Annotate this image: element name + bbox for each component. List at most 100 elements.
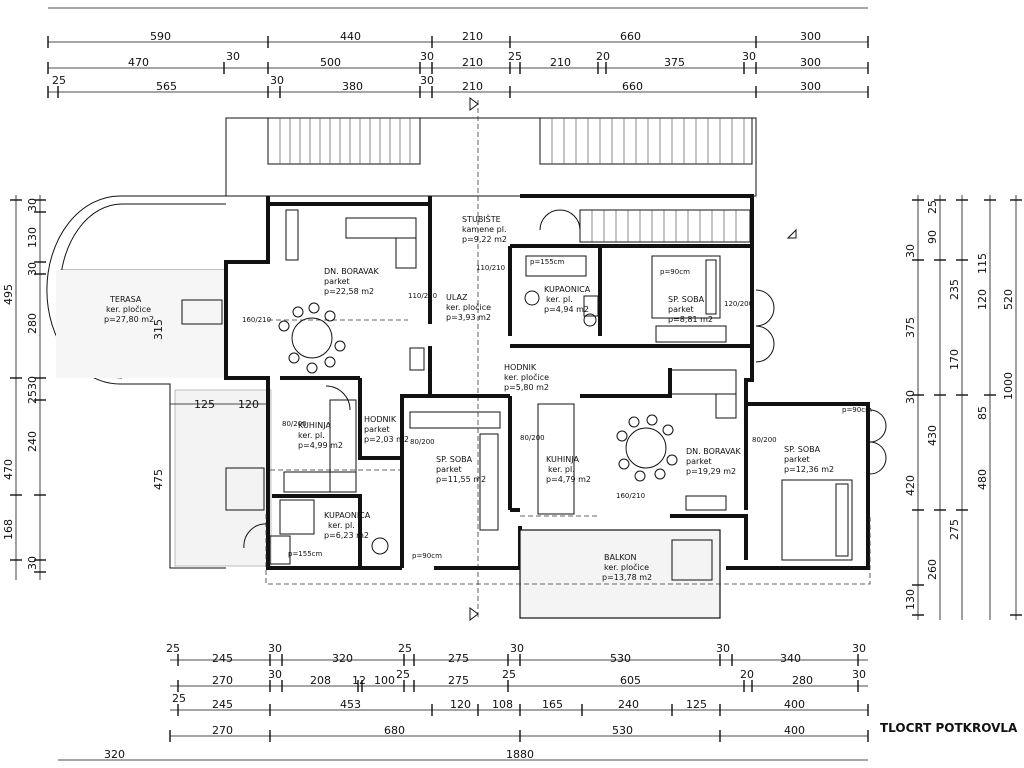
- balcony: [519, 529, 721, 619]
- dim-top-r2-11: 300: [800, 56, 821, 69]
- dim-b2-2: 30: [268, 668, 282, 681]
- svg-text:p=4,79 m2: p=4,79 m2: [546, 475, 591, 484]
- dim-b3-5: 108: [492, 698, 513, 711]
- dim-top-r2-3: 500: [320, 56, 341, 69]
- section-marker-top: [469, 97, 479, 111]
- terrace-dims: 125 120 315 475: [152, 319, 268, 490]
- dim-b3-6: 165: [542, 698, 563, 711]
- dim-top-r3-3: 30: [270, 74, 284, 87]
- room-hodnik-1: HODNIK ker. pločice p=5,80 m2: [504, 363, 549, 392]
- svg-text:p=27,80 m2: p=27,80 m2: [104, 315, 154, 324]
- svg-text:p=4,94 m2: p=4,94 m2: [544, 305, 589, 314]
- room-sp-soba-1: SP. SOBA parket p=8,81 m2: [668, 295, 713, 324]
- svg-text:p=2,03 m2: p=2,03 m2: [364, 435, 409, 444]
- overhang-outline: [265, 514, 871, 585]
- dim-b1-4: 320: [332, 652, 353, 665]
- dim-b2-7: 275: [448, 674, 469, 687]
- dim-top-r2-5: 210: [462, 56, 483, 69]
- dim-right-c4-4: 480: [976, 469, 989, 490]
- dim-left-i8: 30: [26, 556, 39, 570]
- dim-b3-4: 120: [450, 698, 471, 711]
- svg-text:p=19,29 m2: p=19,29 m2: [686, 467, 736, 476]
- top-dimensions: 590 440 210 660 300 470 30 500 30 210 25…: [47, 7, 869, 98]
- dim-terrace-120: 120: [238, 398, 259, 411]
- dim-right-c4-1: 115: [976, 253, 989, 274]
- dim-b3-9: 400: [784, 698, 805, 711]
- bottom-dimensions: 25 245 30 320 25 275 30 530 30 340 30 27…: [58, 642, 869, 761]
- svg-text:DN. BORAVAK: DN. BORAVAK: [324, 267, 380, 276]
- dim-b2-1: 270: [212, 674, 233, 687]
- svg-text:DN. BORAVAK: DN. BORAVAK: [686, 447, 742, 456]
- room-kupaonica-2: KUPAONICA ker. pl. p=6,23 m2: [324, 511, 371, 540]
- dim-top-r2-8: 20: [596, 50, 610, 63]
- svg-text:p=5,80 m2: p=5,80 m2: [504, 383, 549, 392]
- dim-b4-4: 400: [784, 724, 805, 737]
- svg-text:TERASA: TERASA: [109, 295, 142, 304]
- walls: [224, 194, 870, 570]
- room-sp-soba-3: SP. SOBA parket p=12,36 m2: [784, 445, 834, 474]
- dim-top-r3-5: 30: [420, 74, 434, 87]
- door-label: 80/200: [520, 434, 545, 442]
- dim-top-r3-8: 300: [800, 80, 821, 93]
- svg-text:ker. pločice: ker. pločice: [446, 302, 491, 312]
- dim-right-c1-1: 30: [904, 244, 917, 258]
- dim-right-c1-4: 420: [904, 475, 917, 496]
- room-kuhinja-2: KUHINJA ker. pl. p=4,79 m2: [546, 455, 591, 484]
- dim-right-c2-4: 260: [926, 559, 939, 580]
- dim-b4-2: 680: [384, 724, 405, 737]
- dim-b3-1: 25: [172, 692, 186, 705]
- svg-text:BALKON: BALKON: [604, 553, 637, 562]
- dim-top-2: 440: [340, 30, 361, 43]
- svg-text:ker. pl.: ker. pl.: [328, 521, 355, 530]
- svg-text:p=6,23 m2: p=6,23 m2: [324, 531, 369, 540]
- svg-text:ker. pločice: ker. pločice: [504, 372, 549, 382]
- dim-right-c1-2: 375: [904, 317, 917, 338]
- svg-text:ker. pl.: ker. pl.: [548, 465, 575, 474]
- svg-text:ker. pl.: ker. pl.: [298, 431, 325, 440]
- upper-stairs: [225, 117, 797, 243]
- door-label: p=90cm: [842, 406, 872, 414]
- dim-b3-7: 240: [618, 698, 639, 711]
- dim-right-c3-1: 235: [948, 279, 961, 300]
- svg-text:p=8,81 m2: p=8,81 m2: [668, 315, 713, 324]
- dim-top-r2-6: 25: [508, 50, 522, 63]
- dim-top-r2-1: 470: [128, 56, 149, 69]
- svg-text:p=4,99 m2: p=4,99 m2: [298, 441, 343, 450]
- door-label: 80/200: [410, 438, 435, 446]
- svg-text:ker. pločice: ker. pločice: [106, 304, 151, 314]
- dim-b2-10: 20: [740, 668, 754, 681]
- dim-top-r2-4: 30: [420, 50, 434, 63]
- dim-right-c3-3: 275: [948, 519, 961, 540]
- dim-left-i2: 130: [26, 227, 39, 248]
- svg-text:parket: parket: [436, 465, 462, 474]
- dim-b2-4: 12: [352, 674, 366, 687]
- room-balkon: BALKON ker. pločice p=13,78 m2: [602, 553, 652, 582]
- svg-text:STUBIŠTE: STUBIŠTE: [462, 213, 501, 224]
- dim-top-r3-6: 210: [462, 80, 483, 93]
- svg-text:SP. SOBA: SP. SOBA: [668, 295, 705, 304]
- dim-right-c4-3: 85: [976, 406, 989, 420]
- svg-text:parket: parket: [686, 457, 712, 466]
- dim-b3-2: 245: [212, 698, 233, 711]
- dim-b2-12: 30: [852, 668, 866, 681]
- dim-left-1: 495: [2, 284, 15, 305]
- section-marker-bottom: [469, 607, 479, 621]
- dim-left-i4: 280: [26, 313, 39, 334]
- room-kuhinja-1: KUHINJA ker. pl. p=4,99 m2: [298, 421, 343, 450]
- svg-text:ker. pl.: ker. pl.: [546, 295, 573, 304]
- svg-text:KUPAONICA: KUPAONICA: [544, 285, 591, 294]
- room-dn-boravak-2: DN. BORAVAK parket p=19,29 m2: [686, 447, 742, 476]
- door-label: 80/200: [282, 420, 307, 428]
- dim-top-r3-4: 380: [342, 80, 363, 93]
- dim-left-3: 168: [2, 519, 15, 540]
- room-terasa: TERASA ker. pločice p=27,80 m2: [104, 295, 154, 324]
- svg-text:parket: parket: [668, 305, 694, 314]
- drawing-title: TLOCRT POTKROVLA: [880, 721, 1018, 735]
- room-labels: TERASA ker. pločice p=27,80 m2 DN. BORAV…: [104, 213, 834, 582]
- room-hodnik-2: HODNIK parket p=2,03 m2: [364, 415, 409, 444]
- svg-text:kamene pl.: kamene pl.: [462, 225, 507, 234]
- dim-top-4: 660: [620, 30, 641, 43]
- dim-right-c4-2: 120: [976, 289, 989, 310]
- dim-b1-6: 275: [448, 652, 469, 665]
